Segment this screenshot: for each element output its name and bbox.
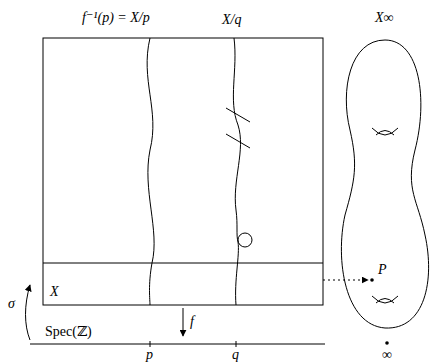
fibre-component	[226, 108, 250, 122]
point-label: ∞	[382, 347, 392, 362]
fibre-q	[233, 38, 240, 305]
section-arrow	[26, 285, 31, 340]
tick	[236, 341, 237, 347]
map-label: σ	[8, 296, 15, 311]
surface-label: X∞	[375, 10, 394, 25]
fibre-p	[147, 38, 154, 305]
fibre-label: f⁻¹(p) = X/p	[82, 10, 150, 25]
map-arrow	[183, 308, 184, 336]
fibre-loop	[238, 233, 252, 247]
surface-box	[43, 38, 323, 305]
surface-hole	[376, 131, 394, 136]
surface-hole	[372, 296, 398, 303]
tick	[150, 341, 151, 347]
map-label: f	[190, 314, 194, 329]
surface-hole	[372, 128, 398, 135]
infinite-place	[385, 341, 389, 345]
scheme-label: X	[50, 284, 59, 299]
surface-hole	[376, 299, 394, 304]
point-label: P	[378, 262, 387, 277]
point-label: q	[232, 347, 239, 362]
base-line	[30, 344, 325, 345]
section-line	[43, 263, 323, 264]
dotted-arrow	[323, 280, 368, 281]
point	[370, 278, 374, 282]
point-label: p	[146, 347, 153, 362]
fibre-label: X/q	[222, 12, 241, 27]
fibre-component	[226, 134, 250, 148]
riemann-surface	[341, 40, 428, 328]
base-label: Spec(ℤ)	[45, 324, 92, 339]
